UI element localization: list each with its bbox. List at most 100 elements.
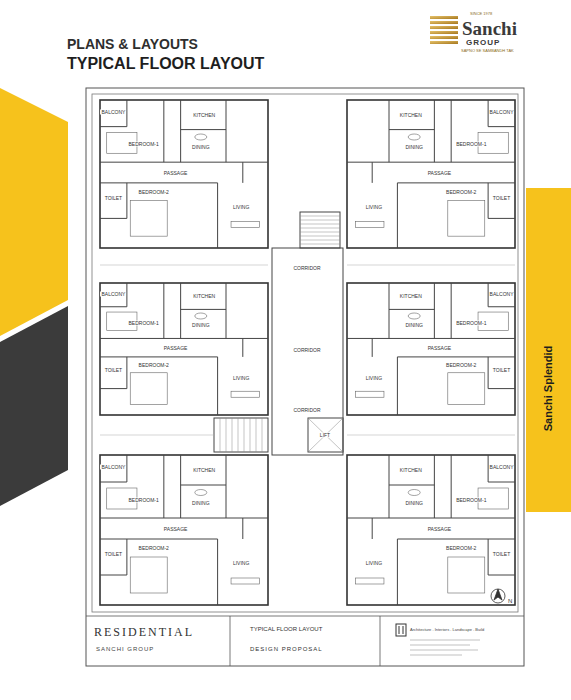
room-label: TOILET — [492, 368, 511, 373]
wall — [389, 283, 390, 338]
staircase — [300, 212, 340, 248]
wall — [100, 388, 127, 389]
room-label: BALCONY — [489, 465, 515, 470]
wall — [242, 162, 243, 183]
wall — [389, 485, 434, 486]
wall — [100, 218, 127, 219]
dark-band — [0, 306, 68, 506]
north-arrow — [491, 589, 505, 603]
room-label: KITCHEN — [192, 112, 216, 117]
wall — [181, 129, 226, 130]
wall — [242, 338, 243, 356]
room-label: TOILET — [104, 195, 123, 200]
room-label: BALCONY — [489, 291, 515, 296]
wall — [488, 218, 515, 219]
dining-table — [195, 490, 207, 496]
flat-outline — [347, 100, 515, 248]
wall — [217, 183, 218, 248]
wall — [372, 162, 373, 183]
wall — [488, 575, 515, 576]
wall — [389, 455, 390, 518]
bed — [130, 201, 167, 237]
wall — [389, 309, 434, 310]
text-label: TYPICAL FLOOR LAYOUT — [67, 56, 264, 72]
wall — [100, 126, 127, 127]
text-label: GROUP — [466, 39, 500, 47]
sheet-frame — [86, 88, 524, 666]
wall — [488, 183, 489, 219]
dining-table — [195, 134, 207, 140]
wall — [488, 306, 515, 307]
wall — [372, 518, 373, 539]
flat-outline — [347, 283, 515, 415]
room-label: TOILET — [492, 552, 511, 557]
room-label: BALCONY — [100, 465, 126, 470]
room-label: BEDROOM-2 — [138, 362, 170, 367]
room-label: BEDROOM-1 — [455, 498, 487, 503]
room-label: BEDROOM-1 — [128, 320, 160, 325]
room-label: BEDROOM-1 — [455, 320, 487, 325]
room-label: BALCONY — [100, 109, 126, 114]
room-label: LIVING — [365, 376, 383, 381]
room-label: LIVING — [232, 376, 250, 381]
dining-table — [408, 134, 420, 140]
corridor — [272, 248, 343, 455]
wall — [100, 539, 218, 540]
text-label: SINCE 1978 — [470, 12, 492, 16]
project-name: Sanchi Splendid — [543, 346, 554, 432]
wall — [100, 356, 218, 357]
room-label: DINING — [191, 145, 211, 150]
wall — [397, 539, 398, 605]
wall — [389, 129, 434, 130]
text-label: RESIDENTIAL — [94, 626, 194, 638]
room-label: DINING — [404, 323, 424, 328]
wall — [126, 183, 127, 219]
wall — [397, 539, 515, 540]
wall — [242, 518, 243, 539]
wall — [451, 283, 452, 338]
room-label: BEDROOM-2 — [445, 546, 477, 551]
text-label: DESIGN PROPOSAL — [250, 646, 323, 652]
room-label: DINING — [191, 501, 211, 506]
wall — [488, 482, 515, 483]
wall — [434, 100, 435, 162]
bed — [130, 373, 167, 405]
wall — [217, 539, 218, 605]
room-label: PASSAGE — [163, 526, 189, 531]
room-label: LIVING — [232, 561, 250, 566]
room-label: KITCHEN — [399, 294, 423, 299]
wall — [126, 100, 127, 127]
sofa — [355, 391, 384, 397]
wall — [226, 455, 227, 518]
wall — [100, 306, 127, 307]
bed — [448, 557, 485, 593]
dining-table — [408, 490, 420, 496]
room-label: LIVING — [365, 561, 383, 566]
sofa — [231, 578, 260, 584]
flat-outline — [347, 455, 515, 605]
flat-outline — [100, 100, 268, 248]
sofa — [231, 391, 260, 397]
sofa — [355, 578, 384, 584]
room-label: BEDROOM-1 — [455, 142, 487, 147]
wall — [126, 283, 127, 307]
wall — [488, 539, 489, 575]
text-label: Architecture . Interiors . Landscape . B… — [410, 628, 484, 632]
room-label: BALCONY — [100, 291, 126, 296]
room-label: PASSAGE — [427, 345, 453, 350]
text-label: N — [508, 598, 512, 604]
room-label: CORRIDOR — [292, 266, 321, 271]
wall — [100, 482, 127, 483]
wall — [451, 100, 452, 162]
room-label: KITCHEN — [192, 468, 216, 473]
wall — [181, 309, 226, 310]
wall — [397, 356, 515, 357]
room-label: TOILET — [104, 552, 123, 557]
wall — [434, 283, 435, 338]
room-label: BALCONY — [489, 109, 515, 114]
wall — [126, 455, 127, 482]
room-label: DINING — [191, 323, 211, 328]
wall — [434, 455, 435, 518]
